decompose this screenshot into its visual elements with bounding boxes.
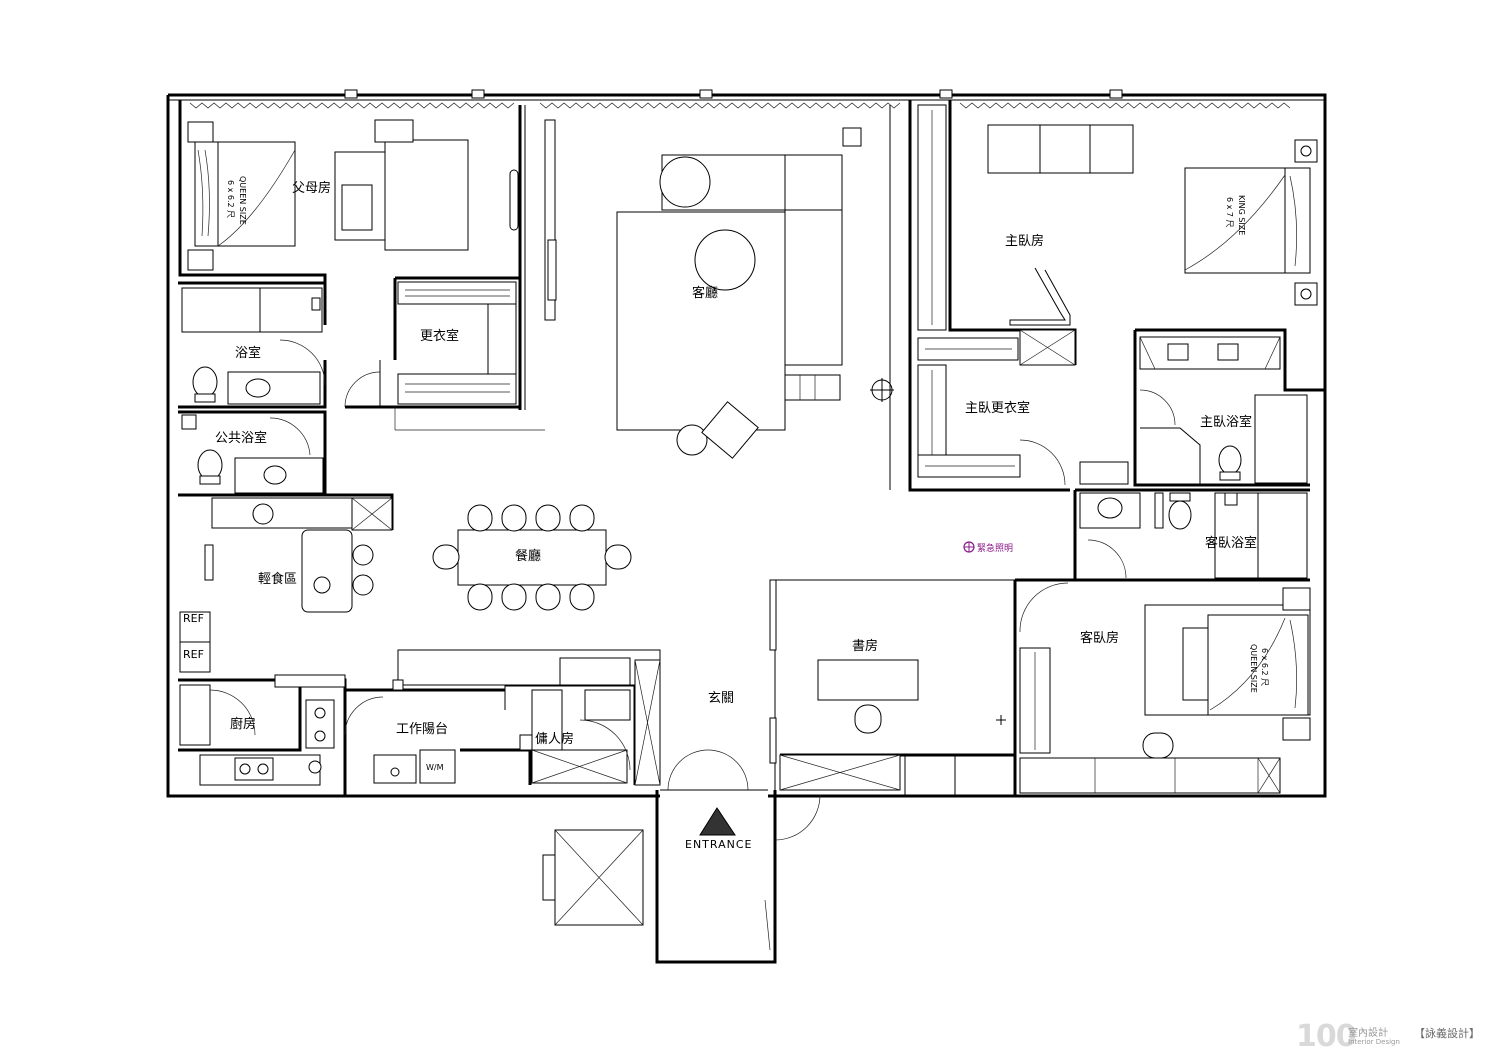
study-furniture	[769, 579, 1006, 796]
label-emergency-lighting: 緊急照明	[977, 542, 1013, 554]
entrance-area	[542, 749, 821, 951]
label-foyer: 玄關	[708, 691, 734, 706]
label-guest-bathroom: 客臥浴室	[1205, 535, 1257, 551]
room-labels: 父母房 浴室 更衣室 公共浴室 輕食區 廚房 工作陽台 傭人房 餐廳 客廳 主臥…	[215, 180, 1257, 747]
label-bed-guest-type: QUEEN SIZE	[1249, 644, 1258, 693]
label-guest-room: 客臥房	[1080, 630, 1119, 646]
guest-room-furniture	[1019, 582, 1311, 794]
label-master-closet: 主臥更衣室	[965, 400, 1030, 416]
logo-en: Interior Design	[1348, 1038, 1400, 1046]
label-walk-in-closet: 更衣室	[420, 328, 459, 344]
parents-room-furniture	[187, 119, 519, 271]
label-master-bedroom: 主臥房	[1005, 233, 1044, 249]
label-light-meal-area: 輕食區	[258, 571, 297, 587]
kitchen-fixtures	[179, 497, 393, 786]
fixture-labels: REF REF W/M ENTRANCE 緊急照明 6 x 6.2 尺 QUEE…	[183, 176, 1269, 851]
label-bed-parents-size: 6 x 6.2 尺	[226, 180, 235, 218]
guest-bathroom-fixtures	[1079, 492, 1308, 579]
exterior-walls	[166, 93, 1327, 964]
label-work-balcony: 工作陽台	[396, 722, 448, 737]
label-master-bathroom: 主臥浴室	[1200, 414, 1252, 430]
logo-cn: 室內設計	[1348, 1028, 1388, 1039]
label-study: 書房	[852, 638, 878, 654]
label-entrance: ENTRANCE	[685, 838, 752, 851]
living-room-furniture	[394, 119, 894, 459]
brand-logo: 100 室內設計 Interior Design 【詠義設計】	[1296, 1019, 1496, 1057]
public-bathroom-fixtures	[181, 414, 324, 494]
label-bed-master-size: 6 x 7 尺	[1225, 197, 1234, 228]
bathroom-fixtures	[181, 287, 381, 408]
label-ref-1: REF	[183, 612, 204, 625]
master-bedroom-furniture	[917, 104, 1318, 331]
label-bed-guest-size: 6 x 6.2 尺	[1260, 648, 1269, 686]
label-bed-master-type: KING SIZE	[1237, 195, 1246, 235]
label-living-room: 客廳	[692, 285, 718, 301]
logo-number: 100	[1296, 1019, 1357, 1054]
label-parents-room: 父母房	[292, 180, 331, 196]
label-maid-room: 傭人房	[535, 731, 574, 747]
label-bed-parents-type: QUEEN SIZE	[238, 176, 247, 225]
label-ref-2: REF	[183, 648, 204, 661]
label-bathroom: 浴室	[235, 345, 261, 361]
label-kitchen: 廚房	[230, 716, 256, 732]
label-dining-room: 餐廳	[515, 548, 541, 564]
label-washing-machine: W/M	[426, 763, 444, 772]
closet-shelves	[397, 281, 517, 405]
master-bathroom-fixtures	[1139, 336, 1308, 485]
studio-name: 【詠義設計】	[1414, 1027, 1480, 1040]
label-public-bathroom: 公共浴室	[215, 430, 267, 446]
master-closet-shelves	[917, 329, 1129, 486]
top-windows	[189, 89, 1291, 109]
balcony-fixtures	[344, 649, 661, 786]
dining-table-set	[432, 504, 632, 611]
